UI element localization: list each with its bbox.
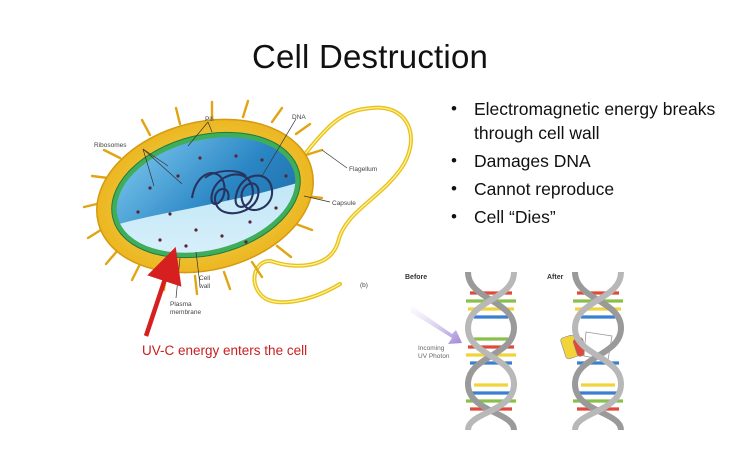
ribosomes <box>136 154 288 248</box>
label-pili: Pili <box>205 116 214 123</box>
label-cell-wall: Cell <box>199 275 211 282</box>
label-after: After <box>547 274 564 281</box>
label-plasma-membrane: Plasma <box>170 301 192 308</box>
label-photon: Incoming <box>418 345 445 352</box>
dna-helix-before <box>464 271 518 431</box>
label-photon: UV Photon <box>418 353 450 360</box>
bullet-item: Cannot reproduce <box>448 177 738 201</box>
label-scale: (b) <box>360 282 368 289</box>
bullet-list: Electromagnetic energy breaks through ce… <box>448 97 738 233</box>
page-title: Cell Destruction <box>251 38 489 75</box>
bullet-item: Cell “Dies” <box>448 205 738 229</box>
photon-arrow <box>410 306 462 344</box>
label-cell-wall: wall <box>198 283 211 290</box>
bullet-item: Electromagnetic energy breaks through ce… <box>448 97 738 145</box>
label-flagellum: Flagellum <box>349 166 377 173</box>
label-before: Before <box>405 274 427 281</box>
bullet-item: Damages DNA <box>448 149 738 173</box>
dna-strand <box>190 172 274 215</box>
label-ribosomes: Ribosomes <box>94 142 127 149</box>
label-plasma-membrane: membrane <box>170 309 201 316</box>
dna-helix-after <box>560 271 625 431</box>
pili <box>82 99 324 296</box>
label-capsule: Capsule <box>332 200 356 207</box>
uv-caption: UV-C energy enters the cell <box>142 343 308 358</box>
uv-arrow <box>143 246 182 337</box>
label-dna: DNA <box>292 114 306 121</box>
